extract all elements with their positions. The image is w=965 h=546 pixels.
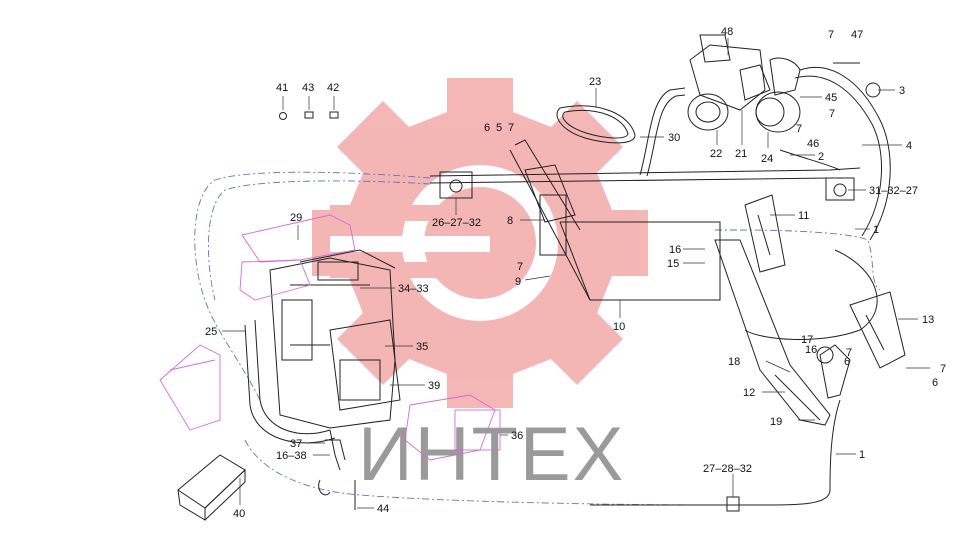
callout-45: 45: [825, 92, 837, 104]
callout-9: 9: [515, 276, 521, 288]
frame-rails: [509, 139, 721, 301]
callout-31-32-27: 31–32–27: [869, 185, 918, 197]
callout-7: 7: [796, 123, 802, 135]
leader-lines: [222, 38, 930, 509]
callout-16: 16: [669, 244, 681, 256]
wiring-harness: [194, 171, 881, 506]
callout-22: 22: [710, 148, 722, 160]
callout-39: 39: [428, 380, 440, 392]
callout-43: 43: [302, 82, 314, 94]
callout-5: 5: [496, 122, 502, 134]
callout-1: 1: [859, 449, 865, 461]
callout-4: 4: [906, 140, 912, 152]
callout-7: 7: [846, 347, 852, 359]
receiver-drier: [714, 239, 851, 426]
callout-6: 6: [484, 122, 490, 134]
callout-3: 3: [899, 85, 905, 97]
callout-37: 37: [290, 438, 302, 450]
callout-46: 46: [807, 138, 819, 150]
watermark-text: ИНТЕХ: [358, 412, 625, 497]
belt-23: [556, 105, 636, 144]
callout-30: 30: [668, 132, 680, 144]
callout-25: 25: [205, 326, 217, 338]
callout-17: 17: [801, 334, 813, 346]
callout-35: 35: [416, 341, 428, 353]
callout-40: 40: [233, 508, 245, 520]
box-40: [177, 454, 246, 521]
hoses: [244, 66, 891, 506]
callout-7: 7: [829, 108, 835, 120]
callout-12: 12: [743, 387, 755, 399]
callout-27-28-32: 27–28–32: [703, 463, 752, 475]
callout-47: 47: [851, 29, 863, 41]
air-ducts: [159, 214, 501, 461]
callout-41: 41: [276, 82, 288, 94]
callout-48: 48: [721, 26, 733, 38]
callout-11: 11: [798, 210, 809, 222]
callout-34-33: 34–33: [398, 283, 429, 295]
callout-6: 6: [844, 356, 850, 368]
callout-42: 42: [327, 82, 339, 94]
callout-21: 21: [735, 148, 747, 160]
hvac-unit: [269, 249, 401, 429]
callout-24: 24: [761, 153, 773, 165]
plate-13: [849, 291, 906, 369]
callout-16-38: 16–38: [276, 450, 307, 462]
callout-29: 29: [290, 212, 302, 224]
callout-1: 1: [873, 224, 879, 236]
callout-36: 36: [511, 430, 523, 442]
plate-11: [744, 194, 786, 273]
callout-10: 10: [613, 321, 625, 333]
callout-19: 19: [770, 416, 782, 428]
callout-6: 6: [932, 377, 938, 389]
callout-7: 7: [517, 261, 523, 273]
callout-2: 2: [818, 151, 824, 163]
callout-23: 23: [589, 76, 601, 88]
callout-15: 15: [667, 258, 679, 270]
callout-44: 44: [377, 503, 389, 515]
callout-16: 16: [805, 344, 817, 356]
compressor-assembly: [687, 34, 881, 133]
callout-7: 7: [940, 363, 946, 375]
callout-8: 8: [507, 215, 513, 227]
callout-7: 7: [508, 122, 514, 134]
watermark-gear-icon: [312, 78, 648, 408]
callout-labels: 41 43 42 48 7 47 3 23 45 7 6 5 7 30 22 2…: [205, 26, 946, 520]
callout-13: 13: [922, 314, 934, 326]
callout-26-27-32: 26–27–32: [432, 217, 481, 229]
callout-7: 7: [828, 29, 834, 41]
callout-18: 18: [728, 356, 740, 368]
